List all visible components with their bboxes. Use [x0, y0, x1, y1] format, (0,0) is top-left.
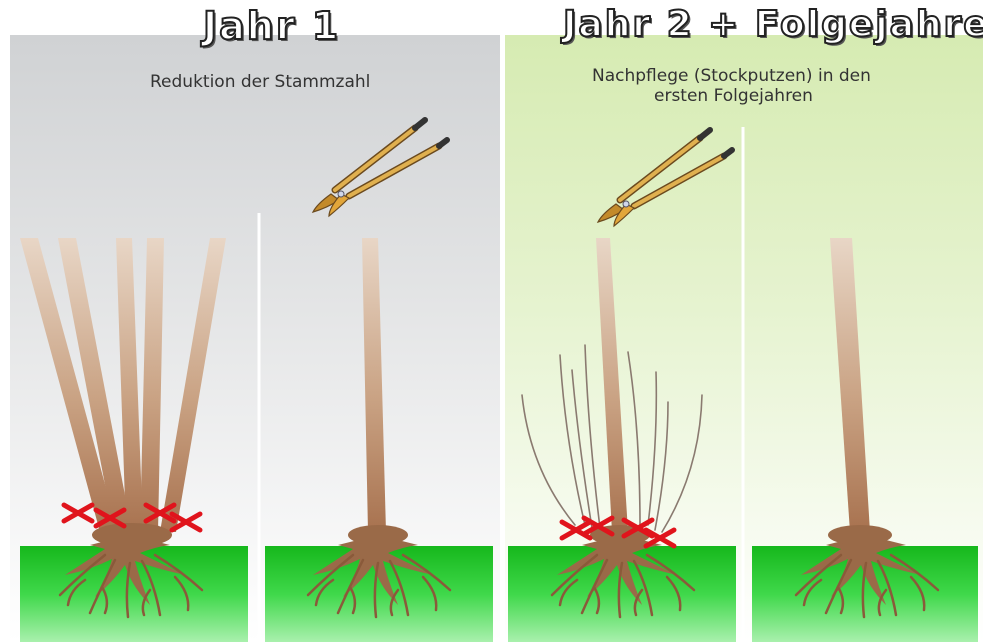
trunk	[596, 238, 628, 532]
trunk	[140, 238, 164, 532]
cut-mark-icon	[646, 530, 674, 546]
trunk	[160, 238, 226, 532]
pruning-shears-icon	[313, 120, 447, 216]
cut-mark-icon	[64, 505, 92, 521]
trunk	[362, 238, 386, 532]
pruning-shears-icon	[598, 130, 732, 226]
trunk	[830, 238, 870, 532]
